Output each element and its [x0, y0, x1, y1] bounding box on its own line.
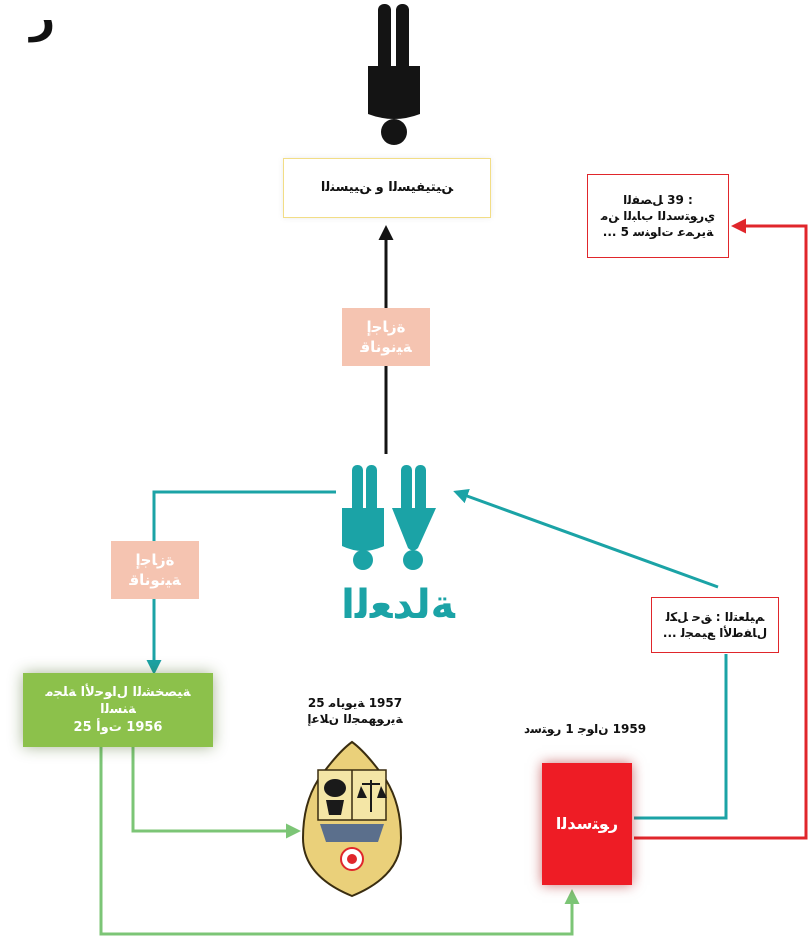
- central-label-text: ﺔﻟﺪﻌﻟﺍ: [341, 582, 455, 628]
- red-arrow: [634, 218, 808, 840]
- top-label-text: ﻦﻴﺘﻴﻔﻴﺴﻟﺍ ﻭ ﻦﻴﻴﺴﻨﻟﺍ: [320, 180, 454, 196]
- upper-edge-label-text: ﺓﺯﺎﺟﺇ ﺔﻴﻧﻮﻧﺎﻗ: [360, 317, 412, 356]
- green-box-text: ﺔﻴﺼﺨﺸﻟﺍ ﻝﺍﻮﺣﻷﺍ ﺔﻠﺠﻣ ﺔﻨﺴﻟﺍ 1956 ﺕﻭﺃ 25: [45, 684, 191, 735]
- couple-icon: [342, 465, 436, 570]
- teal-arrow-left: [146, 490, 336, 675]
- green-box: ﺔﻴﺼﺨﺸﻟﺍ ﻝﺍﻮﺣﻷﺍ ﺔﻠﺠﻣ ﺔﻨﺴﻟﺍ 1956 ﺕﻭﺃ 25: [23, 673, 213, 747]
- emblem-caption-text: 1957 ﺔﻳﻮﻳﺎﻣ 25 ﺔﻳﺭﻮﻬﻤﺠﻟﺍ ﻥﻼﻋﺇ: [307, 695, 403, 726]
- emblem-icon: [301, 740, 403, 898]
- green-arrow-red: [99, 746, 580, 936]
- right-mid-box-text: ﻢﻴﻠﻌﺘﻟﺍ : ﻖﺣ ﻞﻜﻟ ﻝﺎﻔﻃﻷﺍ ﻊﻴﻤﺠﻟ ...: [662, 609, 768, 640]
- red-box-text: ﺭﻮﺘﺳﺪﻟﺍ: [555, 814, 619, 834]
- central-label: ﺔﻟﺪﻌﻟﺍ: [318, 574, 478, 636]
- right-top-box-text: : 39 ﻞﺼﻔﻟﺍ ﻱﺭﻮﺘﺳﺪﻟﺍ ﺏﺎﺒﻟﺍ ﻦﻣ ﺔﻳﺮﻤﻋ ﺕﺍﻮﻨﺳ…: [600, 192, 716, 240]
- green-arrow-emblem: [131, 746, 301, 839]
- red-box: ﺭﻮﺘﺳﺪﻟﺍ: [542, 763, 632, 885]
- right-top-box: : 39 ﻞﺼﻔﻟﺍ ﻱﺭﻮﺘﺳﺪﻟﺍ ﺏﺎﺒﻟﺍ ﻦﻣ ﺔﻳﺮﻤﻋ ﺕﺍﻮﻨﺳ…: [587, 174, 729, 258]
- single-figure-icon: [368, 4, 420, 145]
- corner-mark: ﺭ: [30, 0, 56, 43]
- upper-edge-label: ﺓﺯﺎﺟﺇ ﺔﻴﻧﻮﻧﺎﻗ: [342, 308, 430, 366]
- left-edge-label-text: ﺓﺯﺎﺟﺇ ﺔﻴﻧﻮﻧﺎﻗ: [129, 550, 181, 589]
- top-label-box: ﻦﻴﺘﻴﻔﻴﺴﻟﺍ ﻭ ﻦﻴﻴﺴﻨﻟﺍ: [283, 158, 491, 218]
- left-edge-label: ﺓﺯﺎﺟﺇ ﺔﻴﻧﻮﻧﺎﻗ: [111, 541, 199, 599]
- right-mid-box: ﻢﻴﻠﻌﺘﻟﺍ : ﻖﺣ ﻞﻜﻟ ﻝﺎﻔﻃﻷﺍ ﻊﻴﻤﺠﻟ ...: [651, 597, 779, 653]
- teal-arrow-diagonal: [453, 489, 719, 589]
- teal-arrow-right: [634, 654, 728, 820]
- red-box-caption: 1959 ﻥﺍﻮﺟ 1 ﺭﻮﺘﺳﺩ: [510, 718, 660, 740]
- red-box-caption-text: 1959 ﻥﺍﻮﺟ 1 ﺭﻮﺘﺳﺩ: [523, 721, 647, 736]
- emblem-caption: 1957 ﺔﻳﻮﻳﺎﻣ 25 ﺔﻳﺭﻮﻬﻤﺠﻟﺍ ﻥﻼﻋﺇ: [290, 690, 420, 732]
